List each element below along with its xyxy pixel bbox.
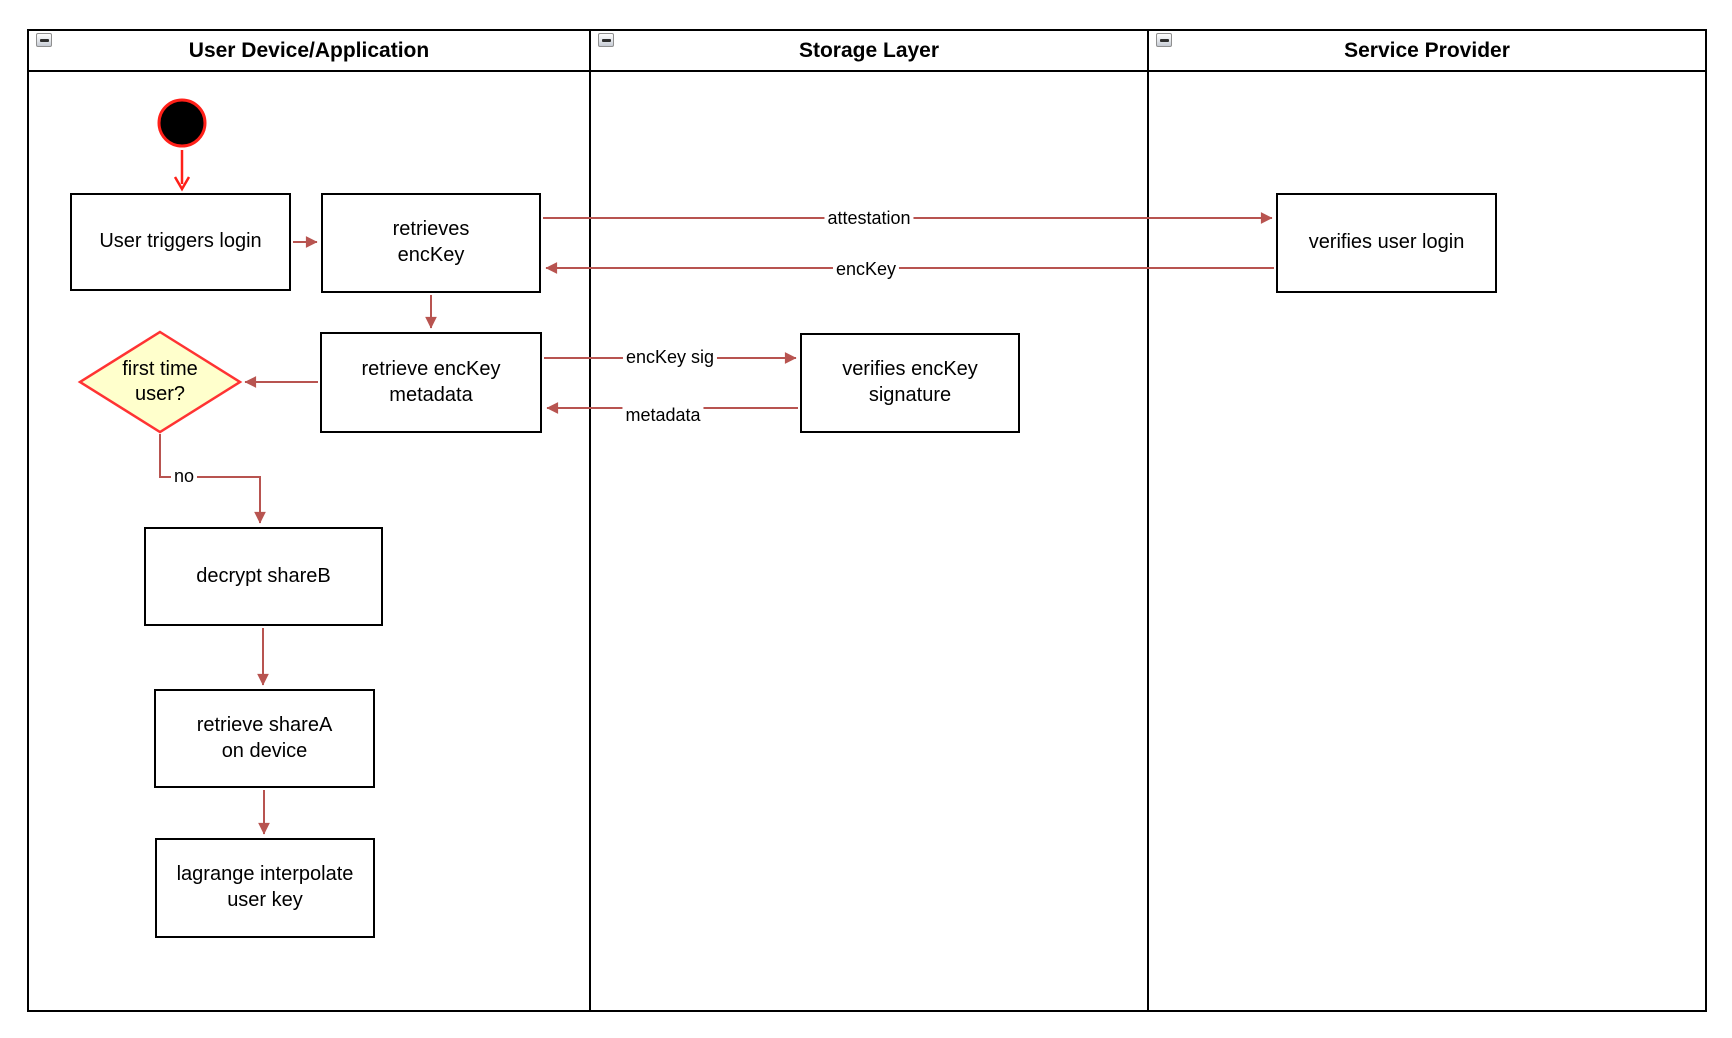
collapse-minus-icon[interactable] (36, 33, 52, 47)
node-label: verifies user login (1308, 231, 1465, 254)
start-node[interactable] (157, 98, 207, 148)
action-decrypt-shareb[interactable]: decrypt shareB (144, 527, 383, 626)
edge-label-enckey-sig: encKey sig (622, 347, 718, 368)
lane-header-service-provider: Service Provider (1149, 31, 1705, 70)
decision-first-time-user[interactable]: first time user? (80, 332, 240, 432)
action-retrieve-enckey-metadata[interactable]: retrieve encKey metadata (320, 332, 542, 433)
action-verifies-enckey-signature[interactable]: verifies encKey signature (800, 333, 1020, 433)
node-label: retrieves encKey (392, 218, 470, 266)
edge-label-no: no (170, 466, 198, 487)
minus-icon (601, 38, 611, 42)
lane-header-storage-layer: Storage Layer (591, 31, 1147, 70)
start-arrowhead-icon (173, 176, 191, 192)
lane-divider-1 (589, 29, 591, 1012)
edge-no-branch (159, 434, 266, 524)
lane-header-user-device: User Device/Application (29, 31, 589, 70)
node-label: retrieve encKey metadata (361, 357, 501, 406)
node-label: verifies encKey signature (842, 358, 978, 406)
action-retrieves-enckey[interactable]: retrieves encKey (321, 193, 541, 293)
minus-icon (1159, 38, 1169, 42)
decision-diamond-shape[interactable] (77, 330, 243, 434)
action-verifies-user-login[interactable]: verifies user login (1276, 193, 1497, 293)
action-retrieve-sharea-on-device[interactable]: retrieve shareA on device (154, 689, 375, 788)
lane-header-separator (27, 70, 1707, 72)
node-label: lagrange interpolate user key (176, 863, 354, 911)
lane-divider-2 (1147, 29, 1149, 1012)
pool-border (27, 29, 1707, 1012)
edge-label-metadata: metadata (622, 405, 704, 426)
lane-title-user-device: User Device/Application (188, 38, 430, 62)
decision-label-text: first time user? (122, 358, 198, 405)
action-user-triggers-login[interactable]: User triggers login (70, 193, 291, 291)
lane-title-storage-layer: Storage Layer (798, 38, 940, 62)
edge-label-enckey: encKey (832, 259, 900, 280)
edge-label-attestation: attestation (824, 208, 914, 229)
node-label: retrieve shareA on device (196, 713, 333, 762)
node-label: decrypt shareB (196, 564, 331, 587)
action-lagrange-interpolate-user-key[interactable]: lagrange interpolate user key (155, 838, 375, 938)
collapse-minus-icon[interactable] (1156, 33, 1172, 47)
minus-icon (39, 38, 49, 42)
node-label: User triggers login (99, 230, 262, 253)
collapse-minus-icon[interactable] (598, 33, 614, 47)
lane-title-service-provider: Service Provider (1344, 38, 1510, 62)
